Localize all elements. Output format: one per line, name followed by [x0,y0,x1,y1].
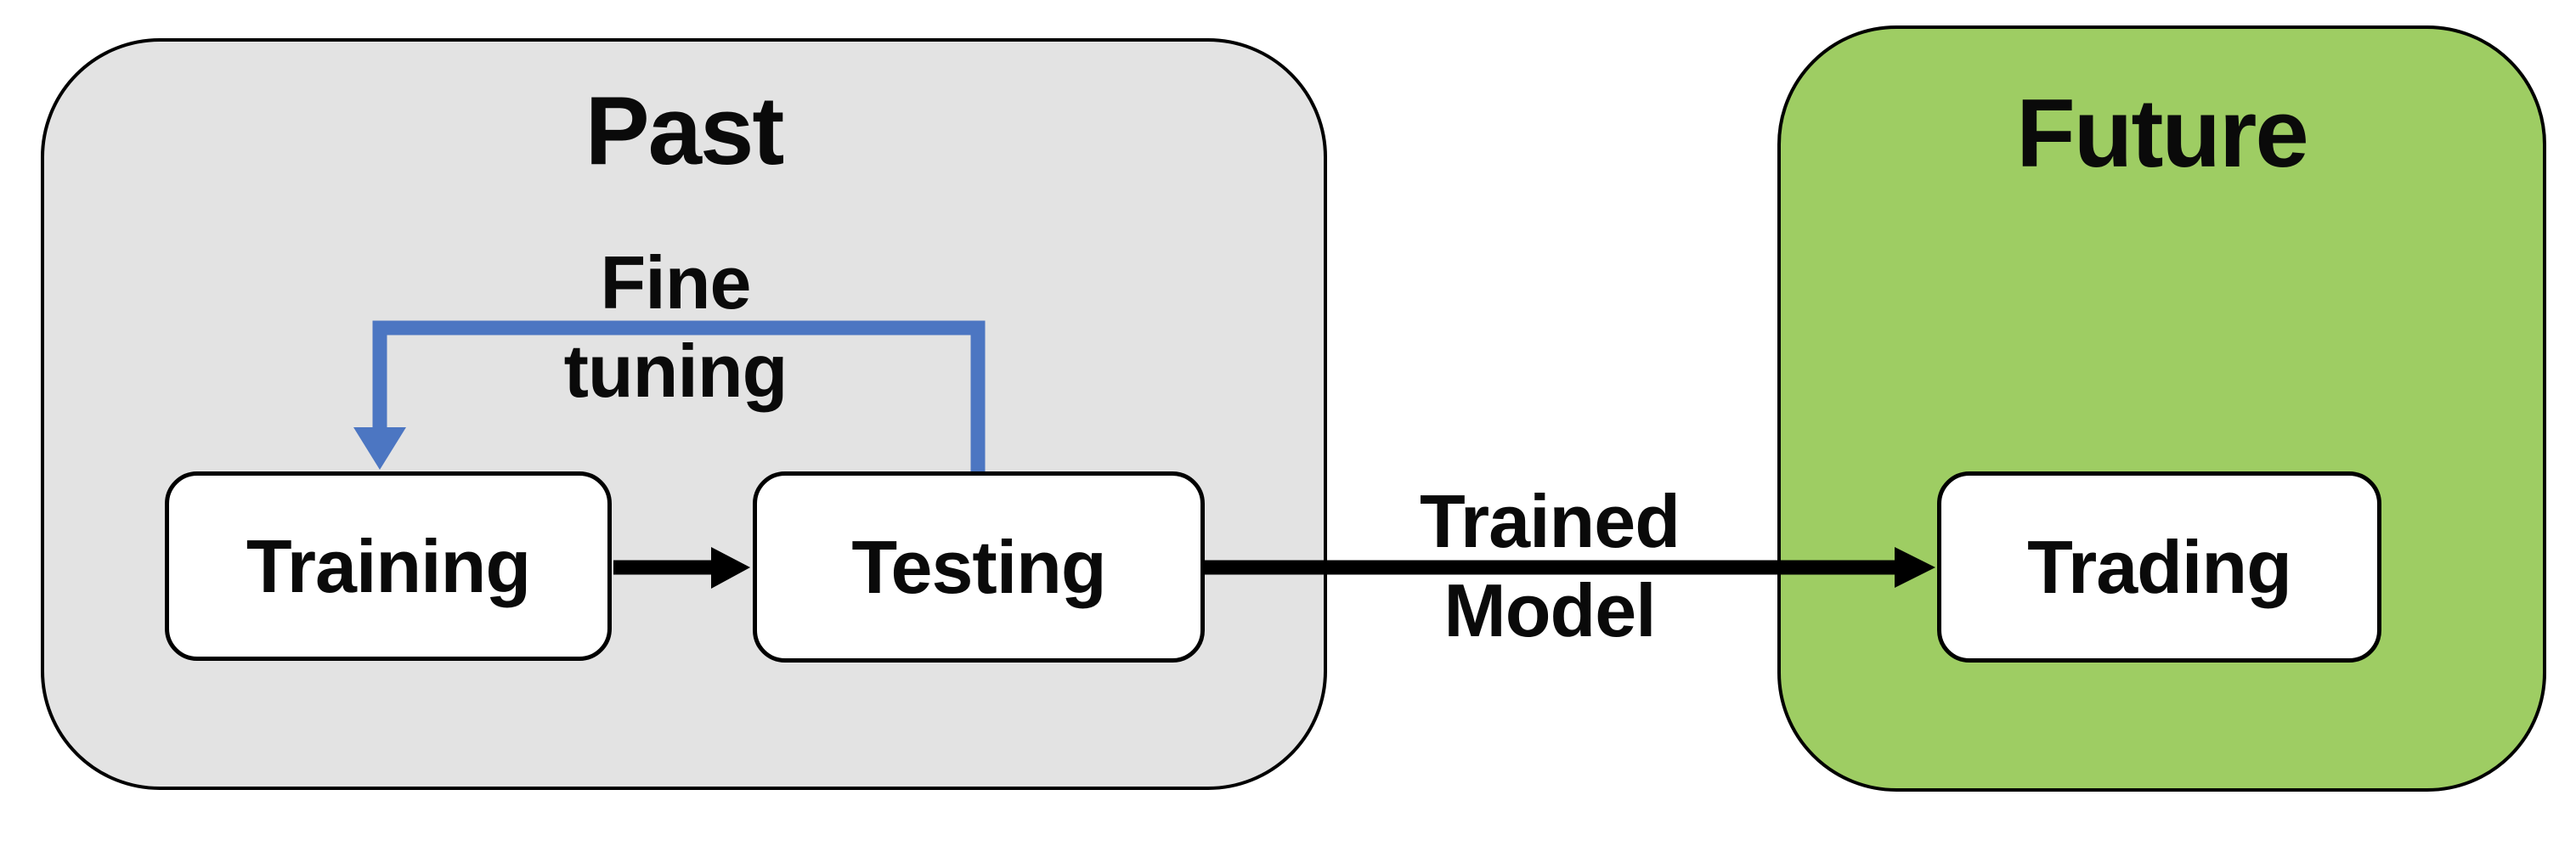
trained-model-label-line1: Trained [1420,479,1681,563]
training-node: Training [165,471,612,661]
fine-tuning-label-line1: Fine [600,240,752,324]
trading-node: Trading [1937,471,2381,663]
past-title: Past [585,77,785,185]
testing-label: Testing [851,524,1106,609]
training-label: Training [246,523,531,608]
fine-tuning-label: Fine tuning [506,239,845,415]
trading-label: Trading [2027,524,2292,609]
trained-model-label: Trained Model [1380,477,1720,655]
trained-model-label-line2: Model [1443,568,1656,652]
future-container: Future Trading [1777,25,2546,792]
testing-node: Testing [753,471,1205,663]
fine-tuning-label-line2: tuning [563,329,788,413]
past-container: Past Training Testing [41,38,1327,790]
future-title: Future [2016,80,2309,188]
